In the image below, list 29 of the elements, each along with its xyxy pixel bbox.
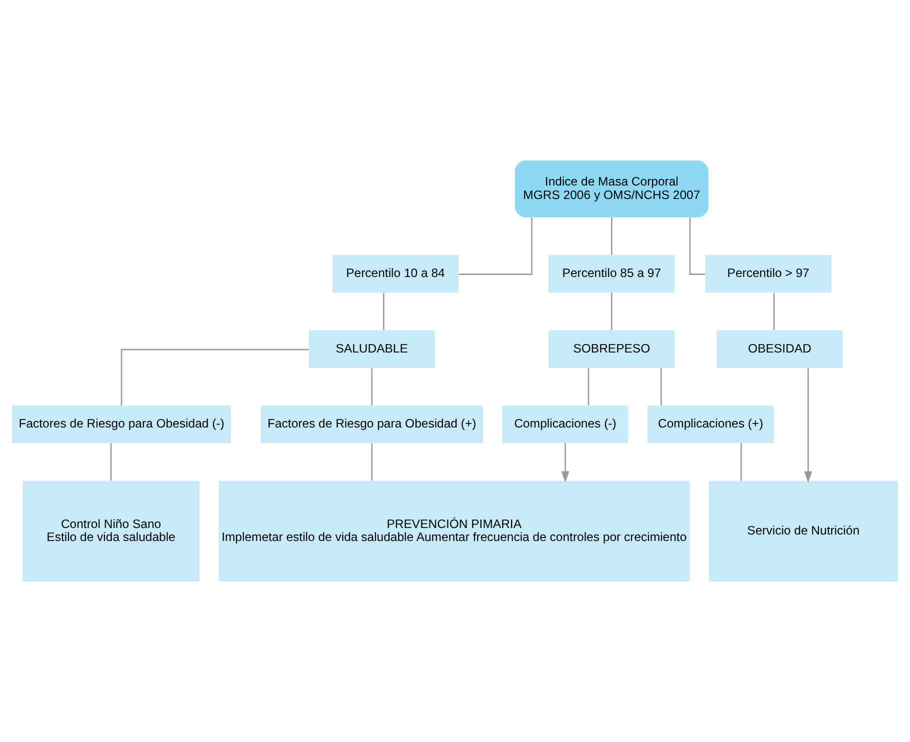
connector: [110, 443, 112, 481]
node-box: SALUDABLE: [308, 330, 435, 368]
connector: [458, 218, 532, 275]
node-box: Percentilo > 97: [705, 255, 832, 293]
node-box: SOBREPESO: [548, 330, 675, 368]
node-box: Control Niño Sano Estilo de vida saludable: [22, 480, 200, 582]
arrow: [561, 443, 570, 483]
node-box: Factores de Riesgo para Obesidad (-): [12, 406, 231, 444]
connector: [383, 292, 384, 330]
node-box: OBESIDAD: [716, 330, 843, 368]
connector: [689, 218, 706, 275]
node-box: Indice de Masa Corporal MGRS 2006 y OMS/NCHS 2007: [514, 160, 708, 218]
node-box: Percentilo 10 a 84: [332, 255, 458, 293]
connector: [588, 368, 590, 406]
node-box: Servicio de Nutrición: [708, 480, 898, 582]
arrow: [804, 368, 812, 483]
node-box: PREVENCIÓN PIMARIA Implemetar estilo de vida saludable Aumentar frecuencia de controles por crecimiento: [218, 480, 690, 582]
node-box: Complicaciones (+): [648, 406, 774, 444]
connector: [773, 292, 775, 330]
connector: [611, 292, 612, 330]
node-box: Complicaciones (-): [502, 406, 628, 444]
connector: [120, 348, 309, 406]
connector: [660, 368, 662, 406]
connector: [371, 368, 372, 406]
node-box: Percentilo 85 a 97: [548, 255, 675, 293]
connector: [371, 443, 372, 481]
connector: [611, 217, 612, 255]
connector: [740, 443, 742, 481]
node-box: Factores de Riesgo para Obesidad (+): [260, 406, 483, 444]
